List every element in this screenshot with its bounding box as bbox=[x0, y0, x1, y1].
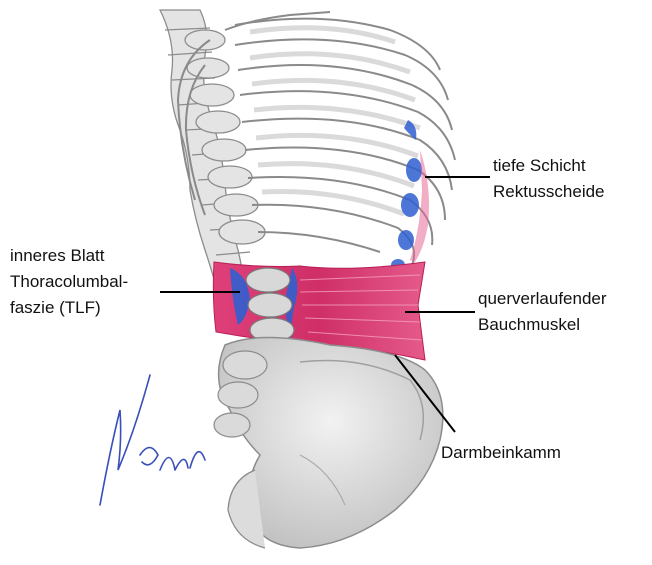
label-darmbeinkamm: Darmbeinkamm bbox=[441, 440, 561, 466]
label-line: faszie (TLF) bbox=[10, 295, 128, 321]
label-tiefe-schicht-rektusscheide: tiefe Schicht Rektusscheide bbox=[493, 153, 605, 205]
label-line: Bauchmuskel bbox=[478, 312, 607, 338]
label-line: querverlaufender bbox=[478, 286, 607, 312]
label-line: Thoracolumbal- bbox=[10, 269, 128, 295]
lumbar-vertebrae bbox=[246, 268, 294, 342]
label-line: Rektusscheide bbox=[493, 179, 605, 205]
label-line: inneres Blatt bbox=[10, 243, 128, 269]
label-line: tiefe Schicht bbox=[493, 153, 605, 179]
label-querverlaufender-bauchmuskel: querverlaufender Bauchmuskel bbox=[478, 286, 607, 338]
signature bbox=[100, 375, 205, 505]
label-inneres-blatt-tlf: inneres Blatt Thoracolumbal- faszie (TLF… bbox=[10, 243, 128, 321]
label-line: Darmbeinkamm bbox=[441, 440, 561, 466]
